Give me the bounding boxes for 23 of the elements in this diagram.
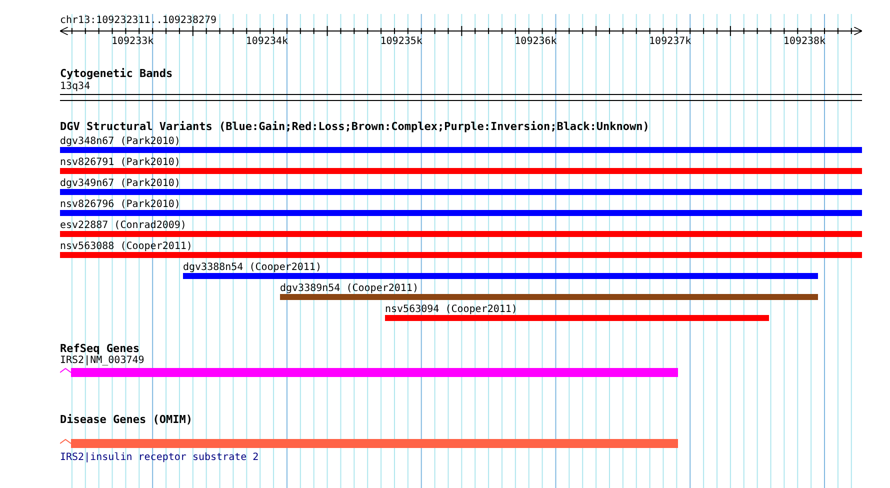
tick-label: 109237k: [649, 36, 692, 47]
track-title: Cytogenetic Bands: [60, 68, 173, 79]
variant-label: dgv3389n54 (Cooper2011): [280, 283, 418, 294]
variant-label: nsv563094 (Cooper2011): [385, 304, 518, 315]
variant-label: nsv826791 (Park2010): [60, 157, 180, 168]
variant-label: dgv3388n54 (Cooper2011): [183, 262, 322, 273]
tick-label: 109236k: [514, 36, 557, 47]
tick-label: 109235k: [380, 36, 422, 47]
gene-label: IRS2|NM_003749: [60, 355, 144, 366]
band-name-label: 13q34: [60, 81, 90, 92]
variant-label: dgv349n67 (Park2010): [60, 178, 180, 189]
track-title: DGV Structural Variants (Blue:Gain;Red:Loss;Brown:Complex;Purple:Inversion;Black:Unknown): [60, 121, 650, 132]
track-title: Disease Genes (OMIM): [60, 414, 192, 425]
tick-label: 109233k: [112, 36, 154, 47]
variant-label: nsv563088 (Cooper2011): [60, 241, 192, 252]
variant-label: dgv348n67 (Park2010): [60, 136, 180, 147]
variant-label: esv22887 (Conrad2009): [60, 220, 186, 231]
tick-label: 109238k: [783, 36, 826, 47]
variant-label: nsv826796 (Park2010): [60, 199, 180, 210]
gene-label: IRS2|insulin receptor substrate 2: [60, 452, 259, 463]
coordinate-range-label: chr13:109232311..109238279: [60, 15, 217, 26]
tick-label: 109234k: [246, 36, 288, 47]
track-title: RefSeq Genes: [60, 343, 140, 354]
